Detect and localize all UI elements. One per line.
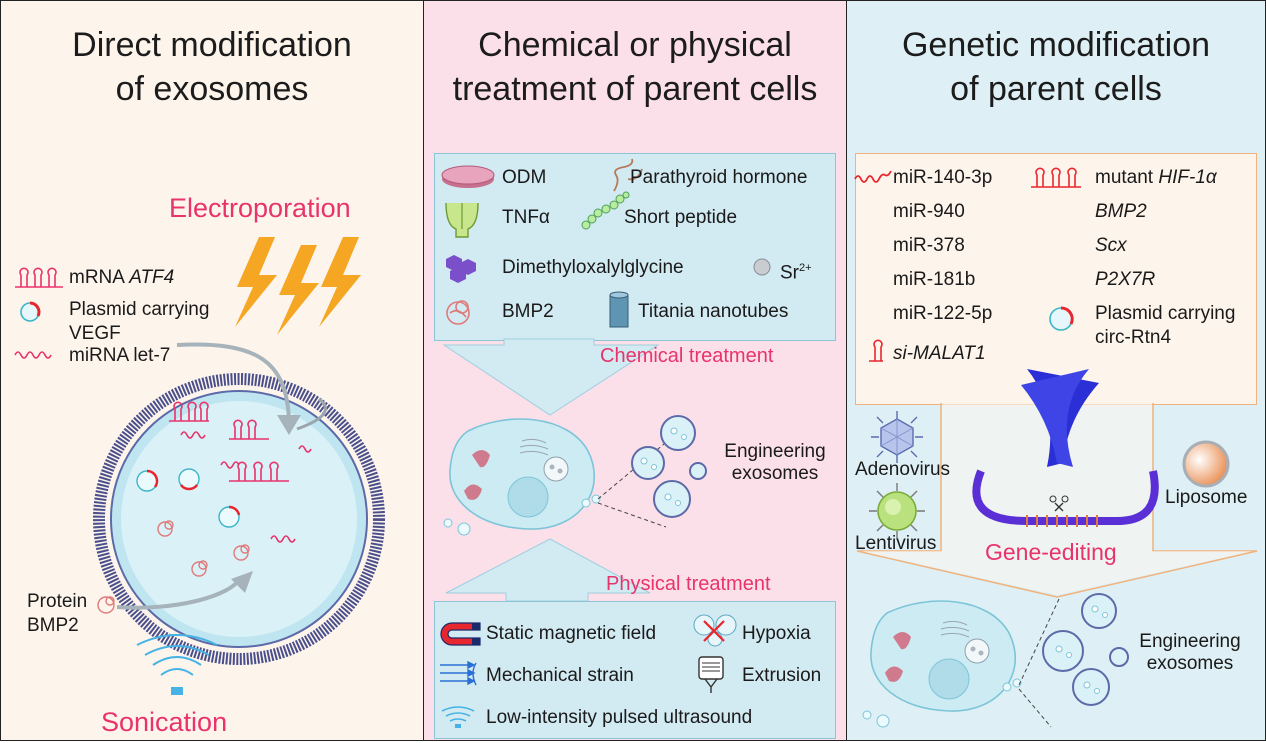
extrusion-icon — [698, 656, 724, 693]
sonication-label: Sonication — [101, 707, 228, 737]
mechanical-strain-icon — [440, 660, 477, 686]
mirna-3: miR-378 — [893, 235, 965, 256]
mirna-5: miR-122-5p — [893, 303, 993, 324]
legend-plasmid-label: Plasmid carrying — [69, 299, 210, 320]
lentivirus-icon — [869, 483, 925, 539]
chemical-tnfa: TNFα — [502, 207, 550, 228]
physical-extrusion: Extrusion — [742, 665, 822, 686]
physical-mechanical-strain: Mechanical strain — [486, 665, 634, 686]
legend-mirna-label: miRNA let-7 — [69, 345, 171, 366]
chemical-treatment-box — [434, 153, 836, 341]
panel-chemical-physical: Chemical or physical treatment of parent… — [423, 0, 847, 741]
tnfa-icon — [445, 202, 479, 238]
lightning-icon — [235, 237, 361, 335]
chemical-short-peptide: Short peptide — [624, 207, 738, 228]
electroporation-label: Electroporation — [169, 193, 351, 223]
chemical-parathyroid-hormone: Parathyroid hormone — [630, 167, 808, 188]
physical-hypoxia: Hypoxia — [742, 623, 811, 644]
engineering-exosomes — [1042, 593, 1129, 706]
physical-treatment-box — [434, 601, 836, 739]
legend-mrna-label: mRNA ATF4 — [69, 267, 175, 288]
chromosome-icon — [1021, 369, 1099, 467]
short-peptide-icon — [581, 191, 630, 230]
dna-icon — [972, 469, 1159, 527]
physical-ultrasound: Low-intensity pulsed ultrasound — [486, 707, 753, 728]
chemical-titania-nanotubes: Titania nanotubes — [638, 301, 789, 322]
engineering-exosomes — [631, 415, 707, 518]
liposome-label: Liposome — [1165, 487, 1248, 508]
protein-bmp2-label: BMP2 — [27, 615, 79, 636]
gene-3: Scx — [1095, 235, 1127, 256]
ultrasound-icon — [136, 634, 218, 695]
strontium-icon — [753, 258, 771, 276]
lentivirus-label: Lentivirus — [855, 533, 937, 554]
mirna-1: miR-140-3p — [893, 167, 993, 188]
panel-title: Genetic modification of parent cells — [901, 26, 1211, 108]
dimethyloxalylglycine-icon — [446, 255, 476, 283]
genetic-box — [855, 153, 1257, 405]
bmp2-icon — [446, 300, 470, 325]
petri-dish-icon — [441, 165, 495, 188]
parent-cell — [443, 418, 671, 536]
sonication-arrow — [116, 571, 253, 610]
chemical-treatment-label: Chemical treatment — [600, 345, 774, 367]
chemical-arrow — [442, 338, 660, 416]
panel-title: Chemical or physical treatment of parent… — [452, 26, 818, 108]
panel-genetic-modification: Genetic modification of parent cells miR… — [846, 0, 1266, 741]
mirna-icon — [854, 170, 892, 183]
parent-cell — [862, 598, 1060, 728]
chemical-bmp2: BMP2 — [502, 301, 554, 322]
protein-label: Protein — [27, 591, 88, 612]
parathyroid-hormone-icon — [613, 158, 643, 192]
panel-title: Direct modification of exosomes — [72, 26, 352, 108]
liposome-icon — [1182, 440, 1230, 488]
plasmid-icon — [20, 301, 41, 322]
gene-transfer-funnel — [856, 403, 1258, 598]
chemical-odm: ODM — [502, 167, 547, 188]
sirna-icon — [869, 339, 883, 362]
adenovirus-label: Adenovirus — [855, 459, 951, 480]
si-malat1: si-MALAT1 — [893, 343, 986, 364]
legend-vegf-label: VEGF — [69, 323, 121, 344]
mrna-icon — [1031, 167, 1081, 188]
adenovirus-icon — [871, 411, 923, 463]
exosome-diagram — [93, 373, 385, 665]
gene-editing-label: Gene-editing — [985, 539, 1117, 565]
physical-static-magnetic-field: Static magnetic field — [486, 623, 657, 644]
chemical-sr: Sr2+ — [780, 262, 812, 284]
plasmid-label-2: circ-Rtn4 — [1095, 327, 1172, 348]
gene-2: BMP2 — [1095, 201, 1147, 222]
plasmid-icon — [1049, 306, 1074, 331]
gene-4: P2X7R — [1095, 269, 1156, 290]
hypoxia-icon — [693, 614, 737, 647]
mrna-icon — [15, 267, 63, 288]
physical-treatment-label: Physical treatment — [606, 573, 771, 595]
gene-1: mutant HIF-1α — [1095, 167, 1217, 188]
mirna-4: miR-181b — [893, 269, 976, 290]
titania-nanotube-icon — [609, 291, 629, 328]
mirna-icon — [14, 351, 52, 359]
plasmid-label-1: Plasmid carrying — [1095, 303, 1236, 324]
chemical-dimethyloxalylglycine: Dimethyloxalylglycine — [502, 257, 684, 278]
ultrasound-small-icon — [441, 706, 475, 728]
mirna-2: miR-940 — [893, 201, 965, 222]
electroporation-arrow — [176, 342, 301, 435]
panel-direct-modification: Direct modification of exosomes Electrop… — [0, 0, 424, 741]
protein-icon — [97, 596, 115, 614]
magnet-icon — [440, 622, 481, 646]
